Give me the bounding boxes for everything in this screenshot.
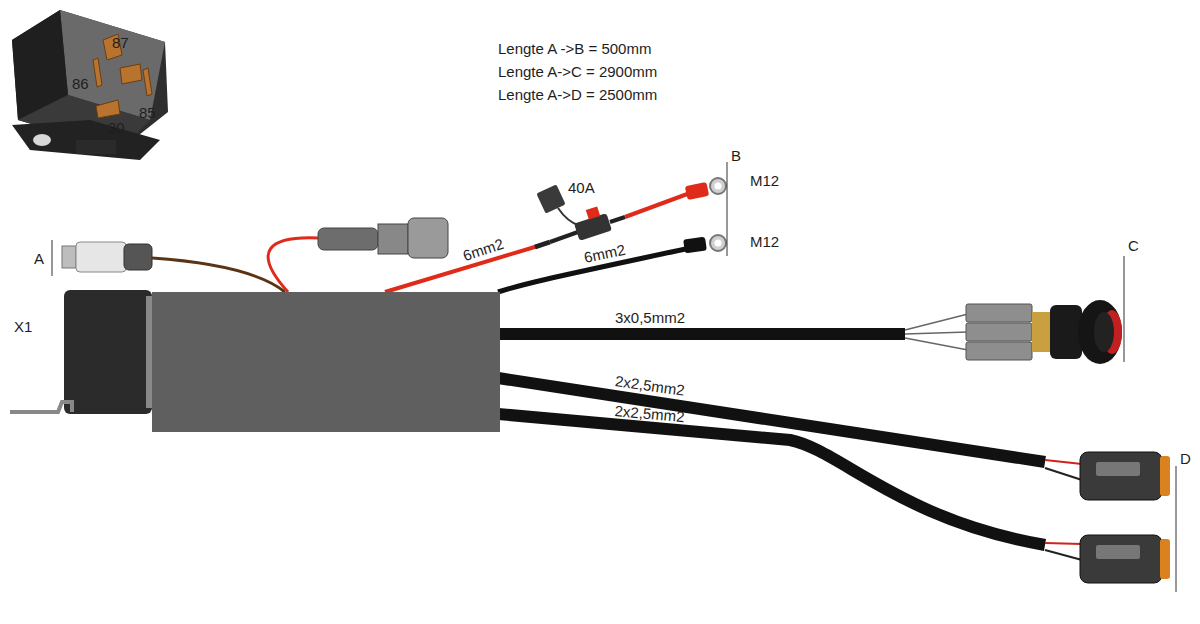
wire-size: 3x0,5mm2 xyxy=(615,309,685,326)
part-name: X1 xyxy=(14,318,32,335)
pin-number: 30 xyxy=(108,119,125,136)
fuse-rating: 40A xyxy=(568,179,595,196)
callout-letter: D xyxy=(1180,450,1191,467)
callout-letter: A xyxy=(34,250,44,267)
bolt-size: M12 xyxy=(750,233,779,250)
callout-letter: B xyxy=(731,147,741,164)
wire-size: 6mm2 xyxy=(461,235,506,264)
deutsch-connectors-d xyxy=(1080,452,1170,583)
connector-a xyxy=(62,242,152,272)
pin-number: 87 xyxy=(112,34,129,51)
callout-letter: C xyxy=(1128,237,1139,254)
relay-illustration xyxy=(12,10,168,160)
harness-box xyxy=(152,292,500,432)
relay-x1 xyxy=(10,290,154,414)
pin-number: 85 xyxy=(139,104,156,121)
bolt-size: M12 xyxy=(750,172,779,189)
switch-c xyxy=(966,300,1122,364)
length-note: Lengte A->C = 2900mm xyxy=(498,63,657,80)
pin-number: 86 xyxy=(72,75,89,92)
inline-plug xyxy=(318,218,448,258)
length-note: Lengte A->D = 2500mm xyxy=(498,86,657,103)
length-note: Lengte A ->B = 500mm xyxy=(498,40,651,57)
